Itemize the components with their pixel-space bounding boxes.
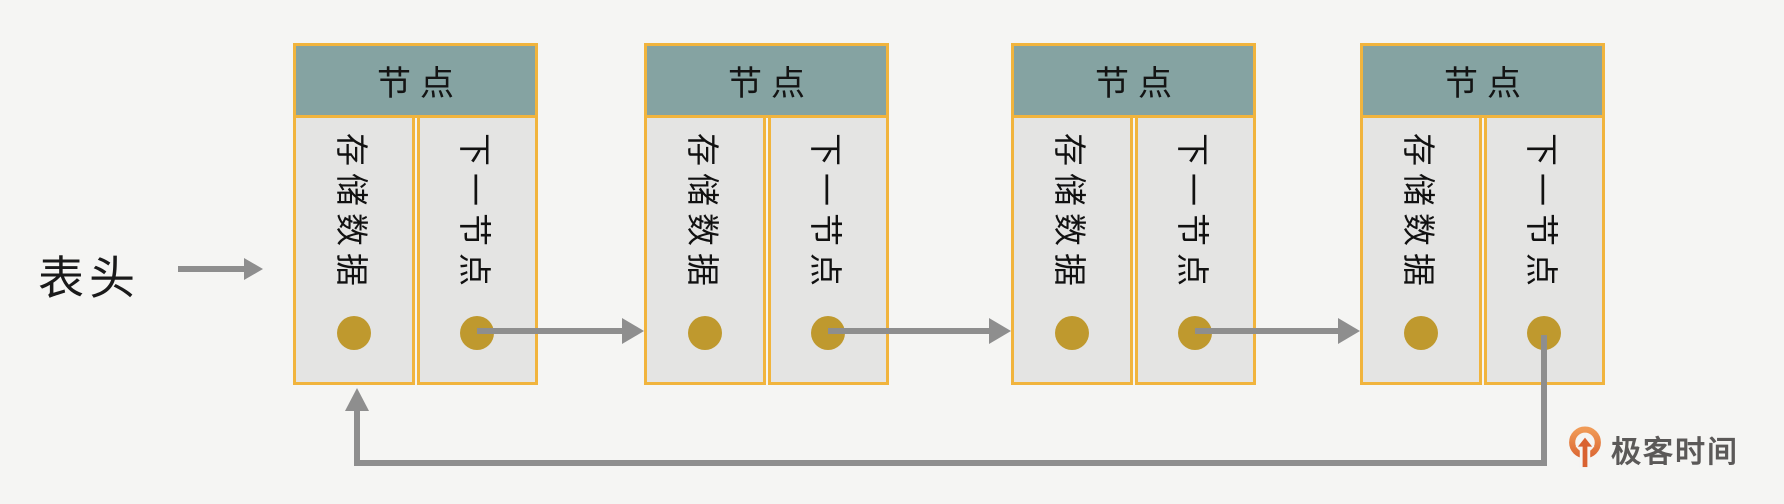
loop-back-arrowhead-icon <box>345 388 369 411</box>
node-2-next-cell: 下一节点 <box>767 115 889 385</box>
node-2: 节点 存储数据 下一节点 <box>644 43 889 385</box>
node-3-header: 节点 <box>1011 43 1256 118</box>
data-pointer-dot <box>687 316 722 350</box>
loop-back-line-up <box>354 406 360 466</box>
next-link-arrow-2-line <box>828 328 989 334</box>
next-link-arrow-3-line <box>1195 328 1338 334</box>
data-pointer-dot <box>336 316 371 350</box>
geektime-logo: 极客时间 <box>1566 424 1739 474</box>
geektime-pin-arrow-icon <box>1569 426 1601 468</box>
node-2-body: 存储数据 下一节点 <box>644 115 889 385</box>
node-1: 节点 存储数据 下一节点 <box>293 43 538 385</box>
node-4-body: 存储数据 下一节点 <box>1360 115 1605 385</box>
node-3-body: 存储数据 下一节点 <box>1011 115 1256 385</box>
node-4-data-cell: 存储数据 <box>1360 115 1482 385</box>
data-cell-label: 存储数据 <box>1050 133 1088 293</box>
head-arrow-line <box>178 266 246 272</box>
node-4: 节点 存储数据 下一节点 <box>1360 43 1605 385</box>
node-1-next-cell: 下一节点 <box>416 115 538 385</box>
loop-back-line-bottom <box>354 460 1547 466</box>
head-label: 表头 <box>38 252 140 304</box>
loop-back-line-down <box>1541 335 1547 466</box>
node-1-header: 节点 <box>293 43 538 118</box>
node-2-data-cell: 存储数据 <box>644 115 766 385</box>
data-cell-label: 存储数据 <box>332 133 370 293</box>
next-link-arrow-1-head-icon <box>622 318 644 344</box>
geektime-logo-text: 极客时间 <box>1611 436 1739 469</box>
node-2-header: 节点 <box>644 43 889 118</box>
head-arrow-head-icon <box>244 258 263 280</box>
node-3: 节点 存储数据 下一节点 <box>1011 43 1256 385</box>
data-cell-label: 存储数据 <box>1399 133 1437 293</box>
node-3-data-cell: 存储数据 <box>1011 115 1133 385</box>
next-link-arrow-2-head-icon <box>989 318 1011 344</box>
node-1-body: 存储数据 下一节点 <box>293 115 538 385</box>
next-cell-label: 下一节点 <box>456 133 494 293</box>
node-3-next-cell: 下一节点 <box>1134 115 1256 385</box>
next-cell-label: 下一节点 <box>807 133 845 293</box>
node-4-header: 节点 <box>1360 43 1605 118</box>
data-cell-label: 存储数据 <box>683 133 721 293</box>
data-pointer-dot <box>1054 316 1089 350</box>
next-link-arrow-1-line <box>477 328 622 334</box>
node-1-data-cell: 存储数据 <box>293 115 415 385</box>
data-pointer-dot <box>1403 316 1438 350</box>
next-cell-label: 下一节点 <box>1523 133 1561 293</box>
next-link-arrow-3-head-icon <box>1338 318 1360 344</box>
next-cell-label: 下一节点 <box>1174 133 1212 293</box>
